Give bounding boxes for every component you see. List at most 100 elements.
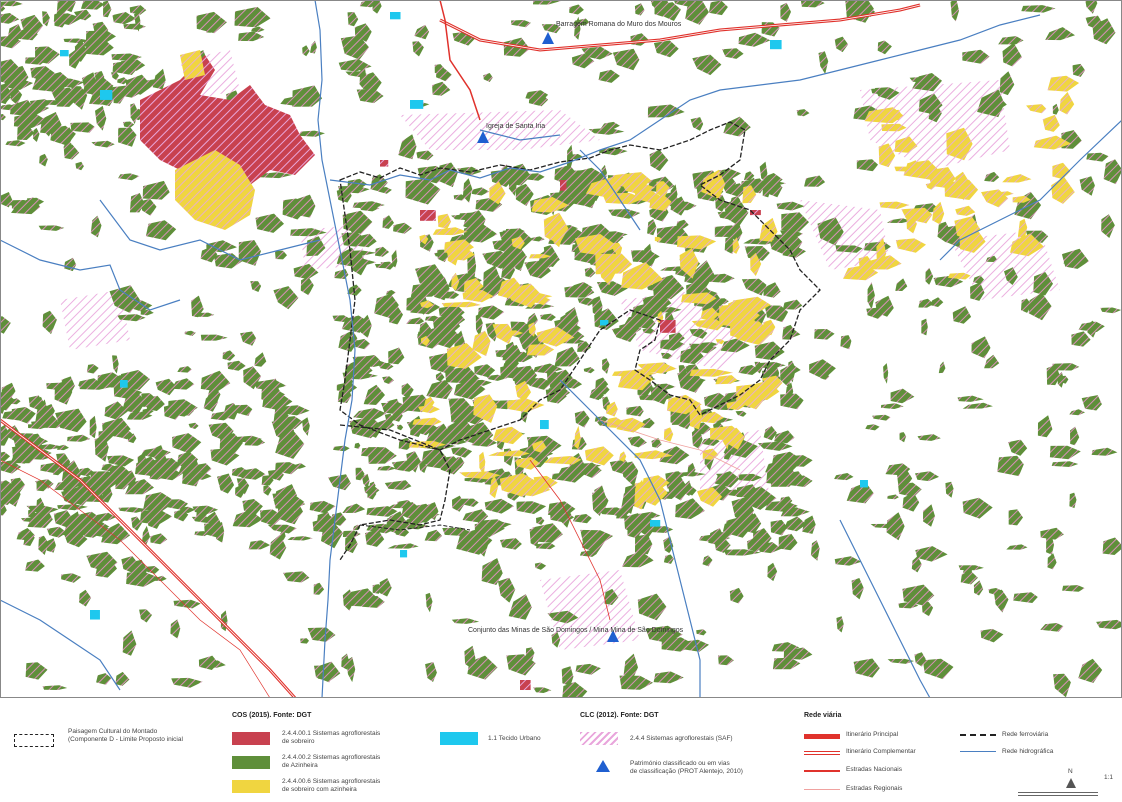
azinheira-patch xyxy=(253,379,287,390)
mixed-patch xyxy=(750,252,762,276)
azinheira-patch xyxy=(203,391,218,412)
map-canvas[interactable]: Barragem Romana do Muro dos Mouros Igrej… xyxy=(0,0,1122,698)
azinheira-patch xyxy=(605,233,624,243)
azinheira-patch xyxy=(235,485,245,499)
azinheira-patch xyxy=(302,45,310,57)
mixed-patch xyxy=(479,451,486,476)
mixed-patch xyxy=(691,319,725,331)
azinheira-patch xyxy=(653,40,679,58)
azinheira-patch xyxy=(871,88,896,95)
azinheira-patch xyxy=(780,232,803,255)
azinheira-patch xyxy=(280,529,286,541)
azinheira-patch xyxy=(515,183,534,206)
urban-patch xyxy=(400,550,408,558)
mixed-patch xyxy=(424,396,435,409)
azinheira-patch xyxy=(200,334,228,341)
azinheira-patch xyxy=(973,580,984,596)
azinheira-patch xyxy=(643,526,674,533)
azinheira-patch xyxy=(569,4,584,15)
azinheira-patch xyxy=(511,20,531,28)
heritage-label: Património classificado ou em vias de cl… xyxy=(630,760,743,775)
mixed-patch xyxy=(742,185,757,204)
azinheira-patch xyxy=(207,660,226,668)
azinheira-patch xyxy=(40,112,62,135)
urban-patch xyxy=(860,480,868,488)
azinheira-patch xyxy=(462,509,489,523)
azinheira-patch xyxy=(87,525,116,537)
azinheira-patch xyxy=(559,314,569,330)
azinheira-patch xyxy=(744,486,777,510)
azinheira-patch xyxy=(387,502,415,509)
azinheira-patch xyxy=(414,24,430,40)
azinheira-patch xyxy=(0,59,23,85)
scale-bar xyxy=(1018,792,1098,796)
azinheira-patch xyxy=(604,588,619,605)
azinheira-patch xyxy=(721,532,732,538)
mixed-patch xyxy=(894,166,925,172)
azinheira-patch xyxy=(528,93,549,107)
boundary-label: Paisagem Cultural do Montado (Componente… xyxy=(68,728,183,743)
azinheira-patch xyxy=(817,217,844,246)
azinheira-patch xyxy=(673,0,699,8)
azinheira-patch xyxy=(248,540,271,550)
azinheira-patch xyxy=(637,593,667,621)
azinheira-patch xyxy=(622,551,654,568)
azinheira-patch xyxy=(307,627,336,642)
azinheira-patch xyxy=(42,310,57,335)
road-network xyxy=(0,0,921,698)
azinheira-patch xyxy=(642,328,656,334)
azinheira-patch xyxy=(442,527,470,536)
mixed-patch xyxy=(409,440,447,448)
azinheira-patch xyxy=(90,471,124,489)
azinheira-patch xyxy=(898,482,922,498)
azinheira-patch xyxy=(391,460,418,472)
mixed-patch xyxy=(574,234,619,255)
azinheira-patch xyxy=(834,473,854,481)
mixed-patch xyxy=(449,351,463,357)
azinheira-patch xyxy=(208,422,234,442)
azinheira-patch xyxy=(529,527,541,547)
azinheira-patch xyxy=(53,510,73,528)
azinheira-patch xyxy=(142,408,154,415)
ferro-label: Rede ferroviária xyxy=(1002,731,1049,738)
mixed-patch xyxy=(459,471,501,480)
azinheira-patch xyxy=(574,410,590,428)
land-cover-patches xyxy=(0,0,1122,698)
azinheira-patch xyxy=(663,554,674,564)
azinheira-patch xyxy=(426,380,453,400)
mixed-patch xyxy=(677,235,717,250)
mixed-patch xyxy=(906,215,917,234)
azinheira-patch xyxy=(713,528,724,550)
azinheira-patch xyxy=(623,315,651,328)
azinheira-patch xyxy=(581,46,613,60)
azinheira-patch xyxy=(204,522,222,538)
azinheira-patch xyxy=(52,78,85,88)
azinheira-patch xyxy=(10,99,35,116)
azinheira-patch xyxy=(466,375,480,381)
azinheira-patch xyxy=(155,378,177,396)
azinheira-patch xyxy=(393,222,412,234)
azinheira-patch xyxy=(722,48,744,59)
azinheira-patch xyxy=(36,497,44,515)
azinheira-patch xyxy=(46,526,67,538)
azinheira-patch xyxy=(1069,492,1077,509)
mixed-patch xyxy=(437,213,452,229)
azinheira-patch xyxy=(381,402,413,415)
azinheira-patch xyxy=(112,12,137,25)
er-line xyxy=(804,789,840,790)
azinheira-patch xyxy=(73,9,92,21)
boundary-main xyxy=(339,121,821,451)
azinheira-patch xyxy=(300,276,314,296)
azinheira-patch xyxy=(346,259,377,266)
azinheira-patch xyxy=(375,246,390,257)
azinheira-patch xyxy=(588,127,625,135)
north-arrow-icon xyxy=(1066,778,1076,788)
azinheira-patch xyxy=(547,386,570,398)
ip-line xyxy=(804,734,840,739)
azinheira-patch xyxy=(784,516,807,532)
azinheira-patch xyxy=(460,424,469,440)
azinheira-patch xyxy=(647,219,657,236)
azinheira-patch xyxy=(38,225,65,231)
azinheira-patch xyxy=(314,665,335,683)
azinheira-patch xyxy=(63,38,90,44)
